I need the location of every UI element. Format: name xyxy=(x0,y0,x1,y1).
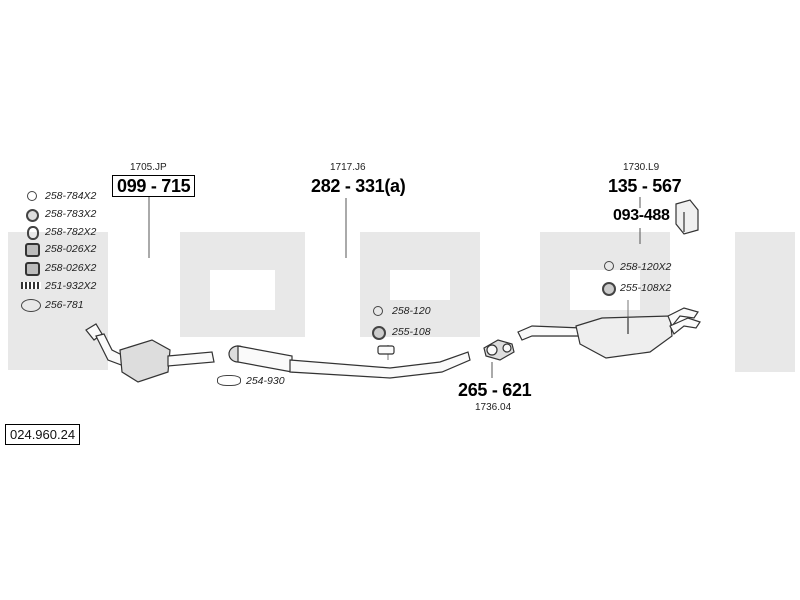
accessory-label[interactable]: 258-120X2 xyxy=(620,261,672,273)
gasket-icon xyxy=(26,209,39,222)
kit-box-drawing xyxy=(675,199,699,235)
accessory-label[interactable]: 255-108 xyxy=(392,326,431,338)
ref-code: 1730.L9 xyxy=(623,162,660,173)
clamp-icon xyxy=(217,375,241,386)
ref-code: 1717.J6 xyxy=(330,162,366,173)
ref-code: 1705.JP xyxy=(130,162,167,173)
oval-gasket-icon xyxy=(21,299,41,312)
rear-silencer-drawing xyxy=(517,307,701,359)
part-number[interactable]: 265 - 621 xyxy=(458,380,532,400)
accessory-label[interactable]: 254-930 xyxy=(246,375,285,387)
rubber-mount-icon xyxy=(372,326,386,340)
ring-icon xyxy=(604,261,614,271)
part-number[interactable]: 135 - 567 xyxy=(608,176,682,196)
spring-icon xyxy=(27,226,39,240)
accessory-label[interactable]: 255-108X2 xyxy=(620,282,672,294)
accessory-label[interactable]: 258-784X2 xyxy=(45,190,97,202)
middle-silencer-drawing xyxy=(228,345,471,379)
accessory-label[interactable]: 258-783X2 xyxy=(45,208,97,220)
coil-spring-icon xyxy=(21,282,41,289)
document-number: 024.960.24 xyxy=(5,424,81,445)
part-number[interactable]: 099 - 715 xyxy=(112,175,196,197)
accessory-label[interactable]: 251-932X2 xyxy=(45,280,97,292)
catalytic-converter-drawing xyxy=(85,323,215,383)
rubber-mount-icon xyxy=(602,282,616,296)
ref-code: 1736.04 xyxy=(475,402,512,413)
kit-part-number[interactable]: 093-488 xyxy=(613,207,670,224)
ring-icon xyxy=(27,191,37,201)
part-number[interactable]: 282 - 331(a) xyxy=(311,176,406,196)
connecting-pipe-drawing xyxy=(483,339,515,361)
ring-icon xyxy=(373,306,383,316)
watermark-l xyxy=(735,232,795,372)
accessory-label[interactable]: 258-026X2 xyxy=(45,243,97,255)
hex-nut-icon xyxy=(25,243,40,257)
accessory-label[interactable]: 258-120 xyxy=(392,305,431,317)
hex-nut-icon xyxy=(25,262,40,276)
accessory-label[interactable]: 258-026X2 xyxy=(45,262,97,274)
accessory-label[interactable]: 258-782X2 xyxy=(45,226,97,238)
accessory-label[interactable]: 256-781 xyxy=(45,299,84,311)
